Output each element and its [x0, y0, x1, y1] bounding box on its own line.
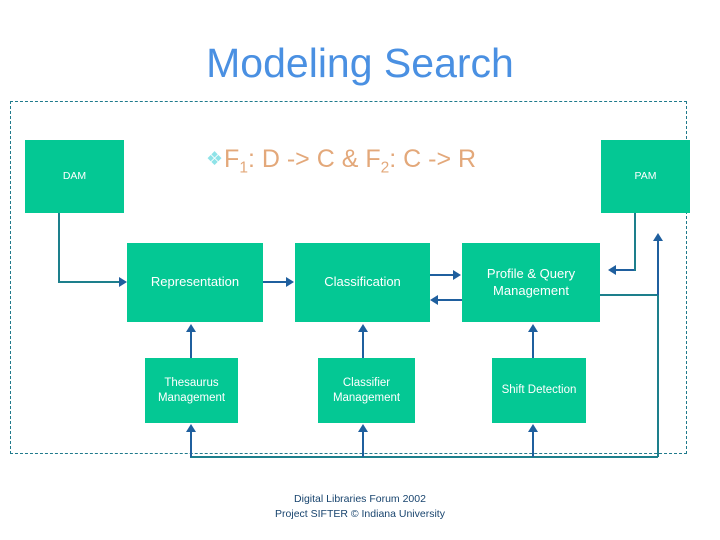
node-representation-label: Representation [150, 274, 240, 290]
connector-bus-to-shift [532, 430, 534, 457]
node-thesaurus-management-label: Thesaurus Management [157, 377, 226, 404]
connector-bus-to-thesaurus [190, 430, 192, 457]
arrowhead-into-representation [119, 277, 127, 287]
node-shift-detection-label: Shift Detection [501, 384, 577, 397]
node-pam[interactable]: PAM [601, 140, 690, 213]
connector-dam-to-representation-horizontal [58, 281, 120, 283]
connector-bus-to-classifier [362, 430, 364, 457]
footer-line-2: Project SIFTER © Indiana University [275, 508, 445, 521]
node-thesaurus-management[interactable]: Thesaurus Management [145, 358, 238, 423]
arrowhead-into-thesaurus [186, 424, 196, 432]
connector-profile-to-pam-horizontal [600, 294, 659, 296]
formula-f1-mapping: : D -> C [247, 145, 342, 173]
diamond-bullet-icon: ❖ [206, 149, 224, 170]
formula-f2-mapping: : C -> R [389, 145, 477, 173]
formula-f1-name: F [224, 145, 240, 173]
connector-profile-to-classification [438, 299, 462, 301]
formula-line: ❖F1: D -> C & F2: C -> R [206, 147, 536, 176]
connector-classification-to-profile [430, 274, 454, 276]
arrowhead-into-classification-return [430, 295, 438, 305]
node-profile-query-management[interactable]: Profile & Query Management [462, 243, 600, 322]
node-dam-label: DAM [62, 169, 87, 182]
arrowhead-into-profile-from-pam [608, 265, 616, 275]
formula-f2-name: F [365, 145, 381, 173]
node-classifier-management[interactable]: Classifier Management [318, 358, 415, 423]
arrowhead-into-classifier [358, 424, 368, 432]
node-classification[interactable]: Classification [295, 243, 430, 322]
connector-classifier-to-classification [362, 330, 364, 358]
connector-dam-to-representation-vertical [58, 213, 60, 282]
node-profile-query-management-label: Profile & Query Management [486, 266, 576, 298]
page-title: Modeling Search [206, 40, 514, 86]
feedback-bus-line [190, 456, 658, 458]
arrowhead-into-shift [528, 424, 538, 432]
arrowhead-into-classification-from-classifier [358, 324, 368, 332]
arrowhead-into-classification [286, 277, 294, 287]
connector-pam-to-profile-arrowline [616, 269, 634, 271]
connector-representation-to-classification [263, 281, 287, 283]
arrowhead-into-pam [653, 233, 663, 241]
formula-f2-subscript: 2 [380, 159, 390, 177]
node-classifier-management-label: Classifier Management [332, 377, 401, 404]
feedback-bus-riser-right [657, 296, 659, 457]
connector-profile-to-pam-vertical [657, 240, 659, 295]
footer-line-1: Digital Libraries Forum 2002 [294, 493, 426, 505]
node-pam-label: PAM [634, 169, 657, 182]
arrowhead-into-representation-from-thesaurus [186, 324, 196, 332]
node-classification-label: Classification [324, 274, 401, 290]
footer: Digital Libraries Forum 2002 Project SIF… [0, 492, 720, 522]
connector-thesaurus-to-representation [190, 330, 192, 358]
formula-ampersand: & [341, 145, 366, 173]
arrowhead-into-profile-from-shift [528, 324, 538, 332]
node-representation[interactable]: Representation [127, 243, 263, 322]
node-shift-detection[interactable]: Shift Detection [492, 358, 586, 423]
connector-shift-to-profile [532, 330, 534, 358]
arrowhead-into-profile [453, 270, 461, 280]
system-boundary [10, 101, 687, 454]
formula-f1-subscript: 1 [239, 159, 248, 177]
node-dam[interactable]: DAM [25, 140, 124, 213]
connector-pam-to-profile-vertical [634, 213, 636, 271]
